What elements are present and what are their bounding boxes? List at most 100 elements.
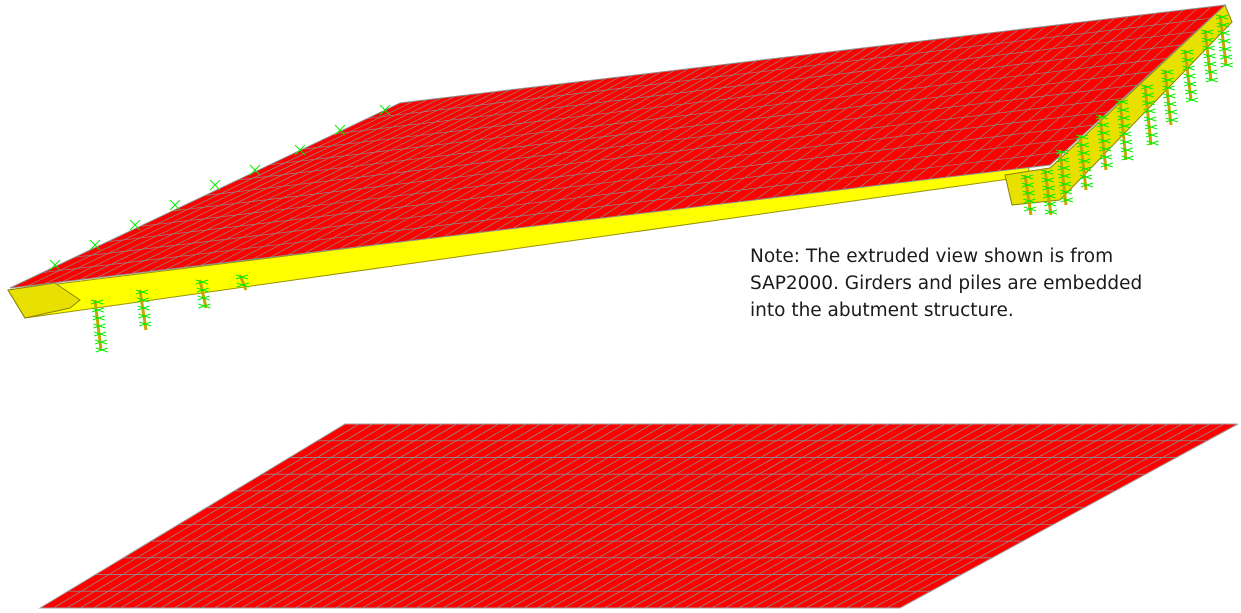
spring-support — [94, 339, 108, 345]
plan-mesh-line — [846, 423, 1183, 609]
spring-support — [90, 299, 104, 305]
plan-mesh-line — [281, 423, 597, 609]
spring-support — [1021, 182, 1034, 188]
spring-support — [1079, 174, 1093, 180]
deck-mesh-line — [269, 57, 1167, 166]
deck-mesh-line — [42, 151, 1065, 273]
plan-mesh-line — [66, 423, 374, 609]
note-text: Note: The extruded view shown is from SA… — [750, 246, 1143, 321]
spring-support — [235, 274, 249, 280]
plan-mesh-line — [671, 423, 1001, 609]
plan-mesh-line — [684, 423, 1015, 609]
spring-support — [1141, 92, 1154, 98]
spring-support — [1022, 190, 1035, 196]
spring-support — [1099, 154, 1113, 160]
plan-mesh-line — [631, 423, 960, 609]
plan-mesh-lines — [53, 423, 1225, 609]
spring-support — [195, 279, 209, 285]
spring-support — [1079, 166, 1092, 172]
plan-mesh-line — [872, 423, 1211, 609]
spring-support — [1201, 37, 1214, 43]
spring-support — [129, 219, 141, 231]
spring-support — [1121, 155, 1134, 161]
spring-support — [1117, 115, 1130, 121]
spring-support — [249, 164, 261, 176]
spring-support — [1219, 54, 1233, 60]
spring-support — [1055, 149, 1069, 155]
plan-mesh-line — [268, 423, 583, 609]
spring-support — [294, 144, 306, 156]
spring-support — [1140, 84, 1154, 90]
spring-support — [1057, 165, 1070, 171]
spring-support — [137, 305, 150, 311]
plan-mesh-line — [214, 423, 527, 609]
deck-mesh-line — [204, 84, 1138, 196]
spring-support — [1203, 53, 1216, 59]
deck-mesh-line — [139, 111, 1109, 227]
plan-mesh-line — [617, 423, 946, 609]
plan-mesh-line — [429, 423, 750, 609]
spring-support — [1100, 162, 1113, 168]
plan-mesh-line — [53, 423, 360, 609]
plan-mesh-line — [348, 423, 667, 609]
plan-mesh-line — [657, 423, 988, 609]
plan-mesh-line — [483, 423, 806, 609]
spring-support — [1097, 130, 1110, 136]
right-abutment — [1004, 4, 1233, 206]
plan-mesh-line — [510, 423, 834, 609]
spring-support — [1184, 89, 1198, 95]
spring-support — [1040, 169, 1054, 175]
spring-support — [1205, 77, 1218, 83]
deck-mesh-line — [237, 71, 1153, 181]
spring-support — [1146, 140, 1159, 146]
plan-mesh-line — [308, 423, 625, 609]
plan-mesh-line — [120, 423, 429, 609]
pile — [138, 289, 148, 331]
spring-support — [1218, 38, 1231, 44]
spring-support — [1160, 69, 1174, 75]
plan-mesh-line — [523, 423, 848, 609]
plan-mesh-line — [590, 423, 918, 609]
spring-support — [1163, 93, 1176, 99]
spring-support — [1041, 177, 1054, 183]
spring-support — [1024, 206, 1037, 212]
pile — [1043, 169, 1053, 216]
plan-mesh-line — [711, 423, 1043, 609]
deck-mesh-line — [74, 137, 1080, 258]
plan-mesh-line — [295, 423, 611, 609]
spring-support — [1115, 99, 1129, 105]
spring-support — [1059, 189, 1073, 195]
spring-support — [92, 315, 105, 321]
spring-support — [1095, 114, 1109, 120]
plan-mesh-line — [321, 423, 639, 609]
plan-mesh-line — [335, 423, 653, 609]
spring-support — [1116, 107, 1129, 113]
spring-support — [1183, 73, 1196, 79]
spring-support — [1144, 124, 1158, 130]
deck-mesh-line — [334, 31, 1196, 135]
deck-mesh-line — [172, 97, 1123, 212]
plan-mesh-line — [496, 423, 820, 609]
plan-mesh-line — [751, 423, 1085, 609]
spring-support — [1056, 157, 1069, 163]
plan-mesh-line — [201, 423, 513, 609]
plan-mesh-line — [738, 423, 1071, 609]
plan-mesh-line — [227, 423, 541, 609]
plan-mesh-line — [577, 423, 904, 609]
plan-mesh-line — [536, 423, 862, 609]
spring-support — [1023, 198, 1036, 204]
spring-support — [1215, 14, 1229, 20]
plan-mesh-line — [362, 423, 681, 609]
plan-mesh-line — [886, 423, 1225, 609]
plan-mesh-line — [550, 423, 876, 609]
plan-mesh-line — [456, 423, 778, 609]
plan-mesh-line — [859, 423, 1197, 609]
spring-supports-top — [49, 14, 1233, 353]
spring-support — [1184, 81, 1197, 87]
spring-support — [1202, 45, 1215, 51]
spring-support — [169, 199, 181, 211]
plan-shell-surface — [38, 423, 1239, 609]
spring-support — [95, 347, 108, 353]
deck-mesh-line — [367, 17, 1211, 119]
